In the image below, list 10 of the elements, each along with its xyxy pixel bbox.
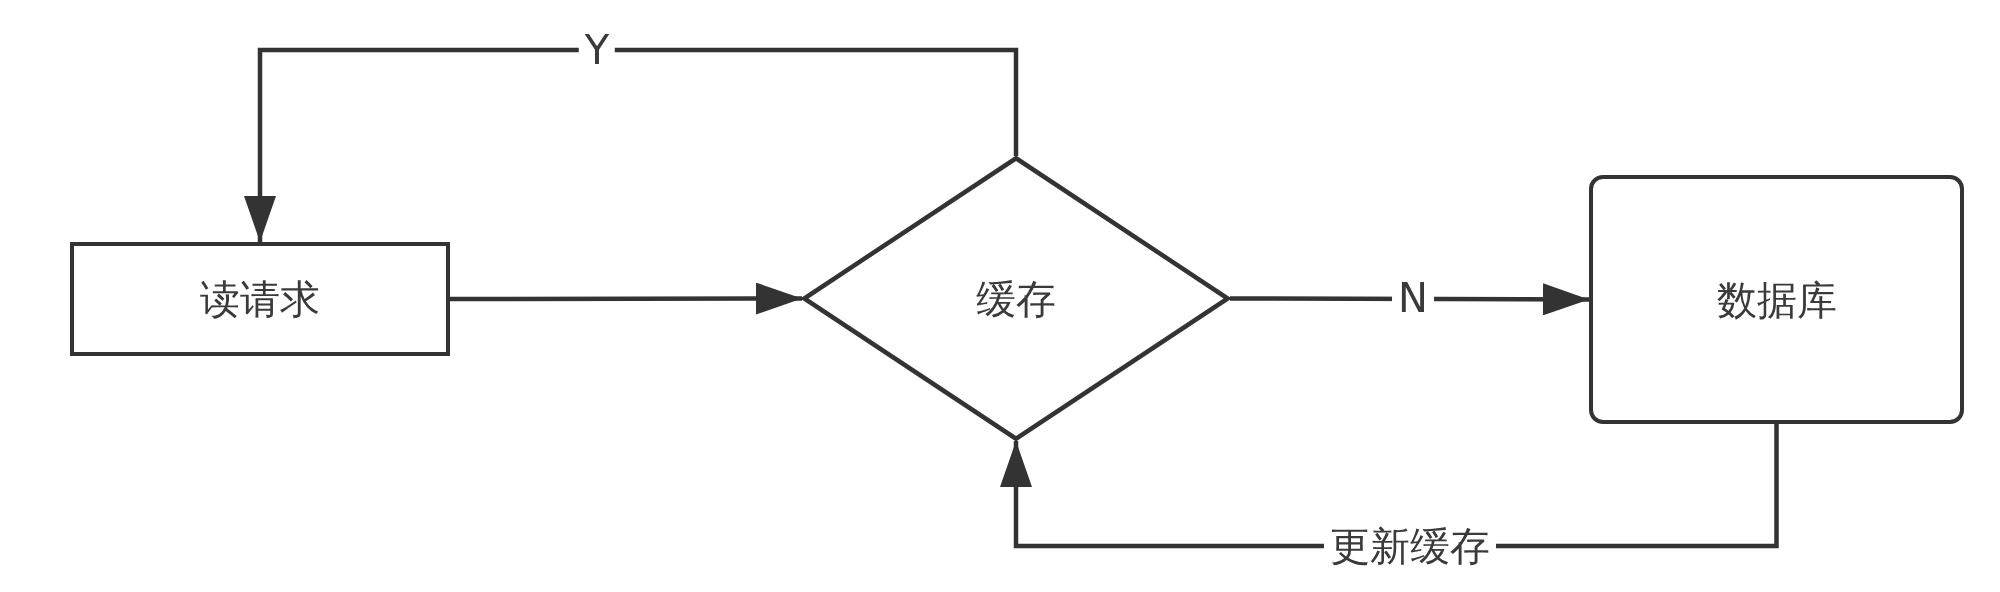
- node-label: 缓存: [976, 276, 1056, 321]
- process-box: [70, 242, 450, 356]
- node-label: 读请求: [200, 277, 320, 321]
- node-label: 数据库: [1716, 277, 1837, 322]
- decision-diamond: [802, 156, 1230, 441]
- arrow: [450, 282, 802, 315]
- edge-label: 更新缓存: [1324, 524, 1496, 568]
- arrow: [1230, 283, 1589, 316]
- arrow: [244, 47, 1019, 242]
- process-box: [1589, 175, 1964, 424]
